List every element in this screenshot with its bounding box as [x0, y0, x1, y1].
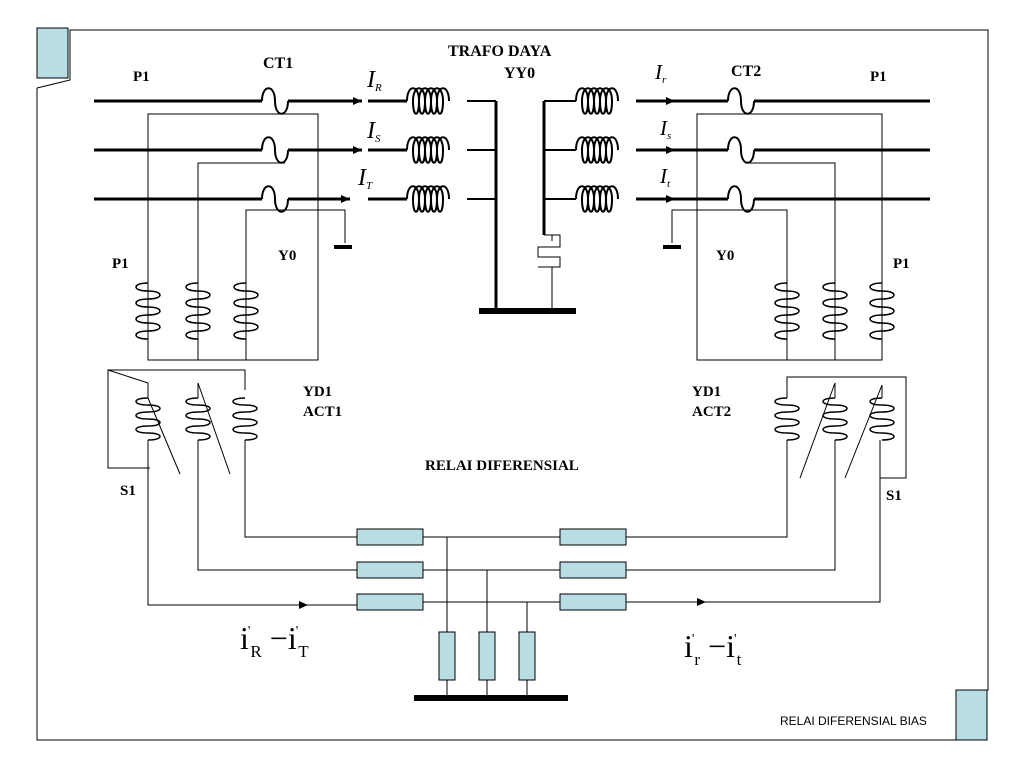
accent-square-top-left	[36, 27, 69, 79]
act2-coils	[774, 397, 895, 441]
act1-label-group: YD1	[303, 384, 333, 400]
relay-wiring	[300, 536, 560, 697]
equation-right: i'r −i't	[684, 628, 742, 669]
act2-label: ACT2	[692, 404, 732, 420]
relay-arrows	[299, 598, 706, 609]
slide-frame	[36, 29, 989, 741]
current-label-r: IR	[367, 67, 382, 94]
act1-label: ACT1	[303, 404, 343, 420]
p1-mid-right-label: P1	[893, 256, 910, 272]
current-arrows	[341, 97, 675, 203]
p1-top-right-label: P1	[870, 69, 887, 85]
transformer-neutral	[479, 101, 576, 314]
ct2-label: CT2	[731, 63, 762, 80]
transformer-vector-group: YY0	[504, 65, 536, 82]
current-label-s-secondary: Is	[660, 116, 672, 142]
s1-left-label: S1	[120, 483, 136, 499]
power-transformer-secondary-windings	[544, 87, 619, 213]
y0-left-label: Y0	[278, 248, 297, 264]
act1-wiring	[107, 369, 357, 606]
transformer-title: TRAFO DAYA	[448, 43, 552, 60]
ct2-symbol	[727, 87, 755, 213]
right-phase-lines	[636, 99, 930, 201]
current-label-r-secondary: Ir	[655, 60, 667, 86]
ct2-secondary-coils	[774, 282, 895, 340]
act2-wiring	[626, 376, 907, 603]
ct1-secondary-wiring	[147, 113, 346, 361]
current-label-t: IT	[358, 165, 373, 192]
restraint-resistors	[356, 528, 627, 611]
left-phase-lines	[94, 99, 407, 201]
equation-left: i'R −i'T	[240, 620, 309, 661]
relay-title: RELAI DIFERENSIAL	[425, 458, 579, 474]
ct2-secondary-wiring	[671, 113, 883, 361]
s1-right-label: S1	[886, 488, 902, 504]
p1-top-left-label: P1	[133, 69, 150, 85]
footer-caption: RELAI DIFERENSIAL BIAS	[780, 714, 927, 728]
accent-square-bottom-right	[955, 689, 988, 741]
power-transformer-primary-windings	[406, 87, 496, 213]
current-label-t-secondary: It	[660, 164, 671, 190]
act1-coils	[135, 397, 258, 441]
ct1-secondary-coils	[135, 282, 259, 340]
p1-mid-left-label: P1	[112, 256, 129, 272]
ct1-label: CT1	[263, 55, 294, 72]
operating-coils	[438, 631, 536, 681]
current-label-s: IS	[367, 118, 381, 145]
ct1-symbol	[261, 87, 289, 213]
y0-right-label: Y0	[716, 248, 735, 264]
act2-label-group: YD1	[692, 384, 722, 400]
